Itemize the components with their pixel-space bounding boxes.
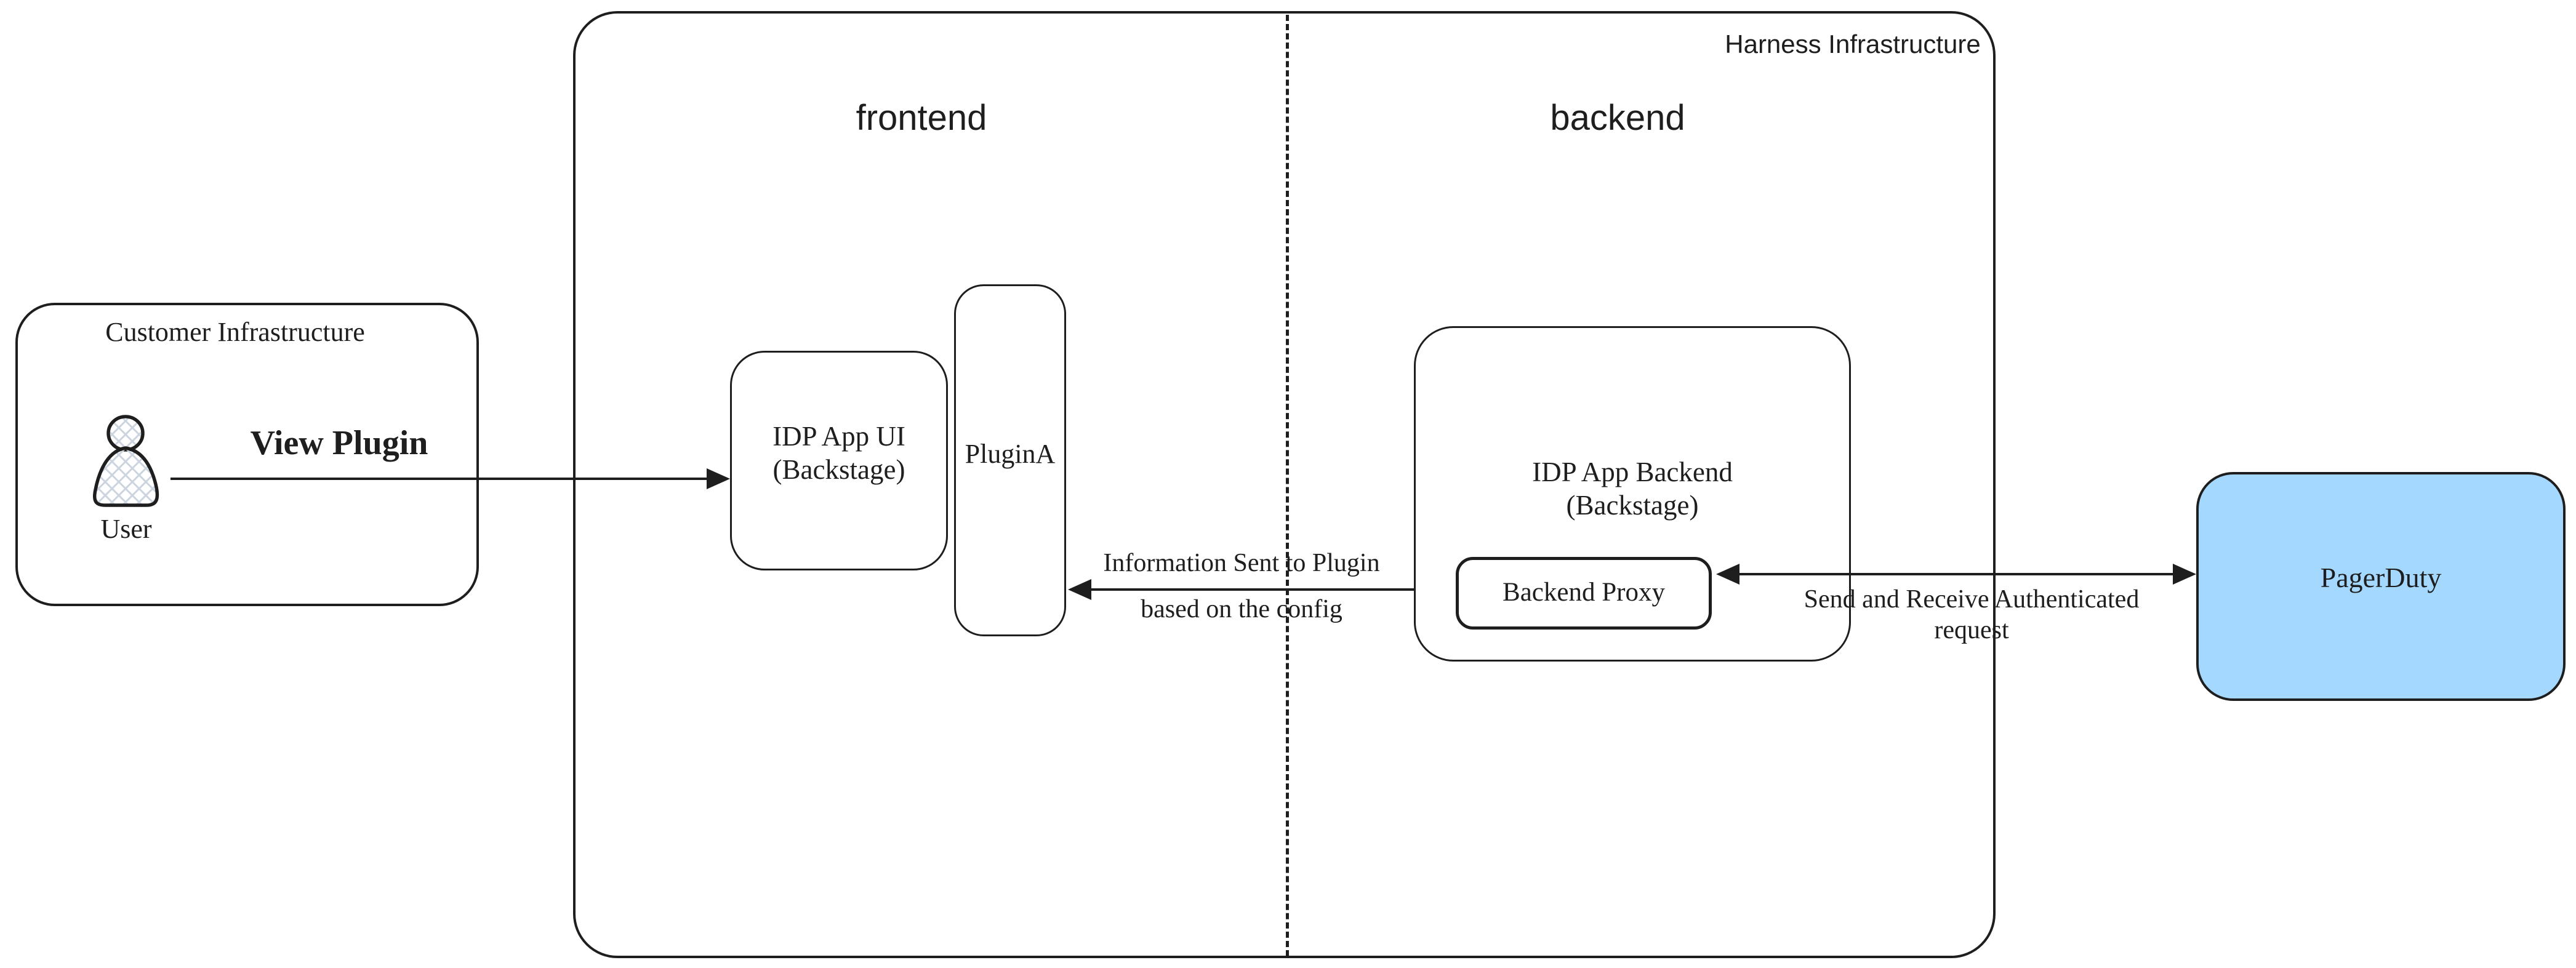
view-plugin-arrow-line — [171, 478, 710, 480]
customer-infrastructure-title: Customer Infrastructure — [105, 317, 365, 347]
idp-app-ui-label: IDP App UI (Backstage) — [730, 420, 948, 486]
harness-infrastructure-box — [573, 11, 1996, 958]
backend-proxy-node — [1456, 557, 1712, 630]
customer-infrastructure-box — [15, 303, 479, 606]
pagerduty-node — [2196, 472, 2566, 701]
zone-label-backend: backend — [1550, 98, 1685, 138]
idp-app-backend-label-line1: IDP App Backend — [1532, 457, 1733, 487]
info-sent-arrowhead-icon — [1068, 579, 1091, 600]
auth-request-arrow-line — [1737, 573, 2175, 575]
plugin-a-label: PluginA — [965, 439, 1056, 469]
auth-request-arrowhead-left-icon — [1716, 564, 1739, 585]
harness-infrastructure-title: Harness Infrastructure — [1725, 30, 1981, 58]
auth-request-arrowhead-right-icon — [2173, 564, 2196, 585]
user-label: User — [100, 514, 152, 544]
idp-app-ui-label-line1: IDP App UI — [772, 421, 905, 452]
view-plugin-arrow-label: View Plugin — [250, 424, 428, 462]
zone-label-frontend: frontend — [856, 98, 987, 138]
info-sent-arrow-line — [1088, 588, 1414, 591]
info-sent-arrow-label-line1: Information Sent to Plugin — [1103, 549, 1380, 577]
idp-app-ui-node — [730, 351, 948, 570]
idp-app-backend-label: IDP App Backend (Backstage) — [1414, 455, 1851, 522]
auth-request-arrow-label-line2: request — [1934, 616, 2009, 644]
backend-proxy-label: Backend Proxy — [1503, 578, 1665, 607]
auth-request-arrow-label-line1: Send and Receive Authenticated — [1804, 585, 2140, 614]
idp-app-backend-node — [1414, 326, 1851, 662]
idp-app-ui-label-line2: (Backstage) — [772, 454, 905, 485]
view-plugin-arrowhead-icon — [707, 468, 730, 489]
info-sent-arrow-label-line2: based on the config — [1141, 595, 1342, 623]
idp-app-backend-label-line2: (Backstage) — [1566, 490, 1699, 521]
frontend-backend-divider — [1286, 15, 1289, 956]
pagerduty-label: PagerDuty — [2320, 562, 2442, 593]
user-icon — [92, 415, 159, 507]
plugin-a-node — [954, 284, 1066, 636]
